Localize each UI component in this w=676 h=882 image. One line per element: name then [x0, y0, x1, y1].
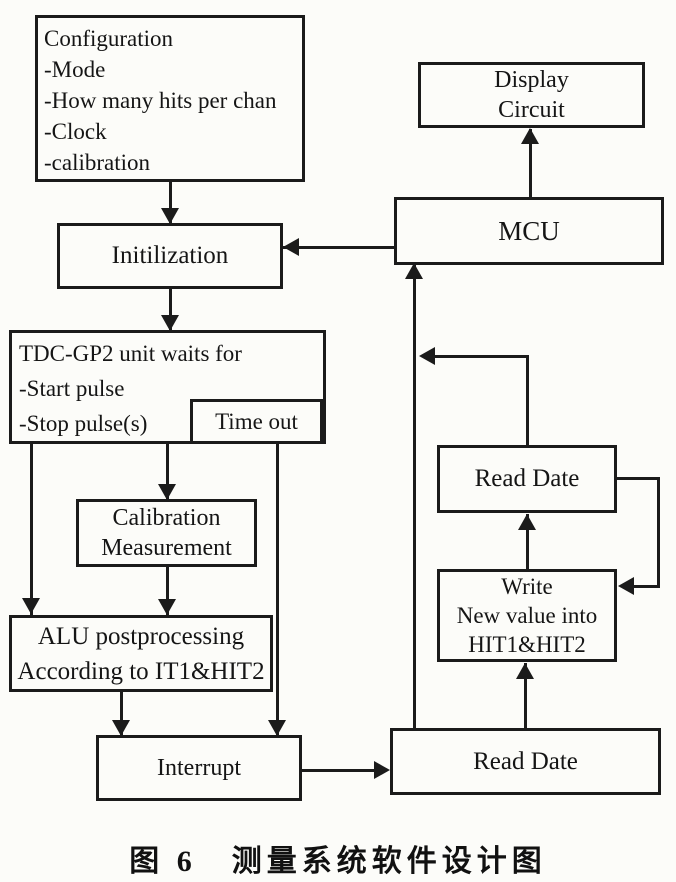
- edge-interrupt-to-read-date-lower-arrowhead-icon: [374, 761, 390, 779]
- edge-calibration-to-alu-arrowhead-icon: [158, 599, 176, 615]
- figure-caption: 图 6 测量系统软件设计图: [129, 845, 547, 878]
- edge-timeout-to-interrupt-line: [276, 442, 279, 737]
- edge-alu-to-interrupt-line: [120, 690, 123, 737]
- node-write-new-value: Write New value into HIT1&HIT2: [437, 569, 617, 662]
- edge-configuration-to-initialization-arrowhead-icon: [161, 208, 179, 224]
- node-write-new-value-line-3: HIT1&HIT2: [468, 632, 586, 657]
- node-configuration-line-2: -Mode: [44, 57, 106, 82]
- node-configuration-line-1: Configuration: [44, 26, 174, 51]
- node-calibration-measurement-line-2: Measurement: [101, 535, 232, 561]
- node-configuration: Configuration -Mode -How many hits per c…: [35, 15, 305, 182]
- node-tdc-gp2-line-2: -Start pulse: [19, 376, 125, 401]
- node-display-circuit: Display Circuit: [418, 62, 645, 128]
- edge-mcu-to-display-arrowhead-icon: [521, 128, 539, 144]
- edge-mcu-to-initialization-arrowhead-icon: [283, 238, 299, 256]
- edge-read-date-lower-to-write-line: [524, 663, 527, 729]
- node-read-date-lower: Read Date: [390, 728, 661, 795]
- edge-read-date-upper-to-mcu-arrowhead-icon: [419, 347, 435, 365]
- node-initialization: Initilization: [57, 223, 283, 289]
- edge-mcu-to-display-line: [529, 129, 532, 198]
- node-configuration-line-3: -How many hits per chan: [44, 88, 277, 113]
- edge-read-date-upper-to-write-arrowhead-icon: [618, 577, 634, 595]
- edge-read-date-upper-to-write-hline-bottom: [633, 585, 660, 588]
- edge-read-date-upper-to-mcu-hline: [425, 355, 528, 358]
- edge-alu-to-interrupt-arrowhead-icon: [112, 720, 130, 736]
- node-write-new-value-line-2: New value into: [456, 603, 598, 628]
- node-tdc-gp2-line-3: -Stop pulse(s): [19, 411, 148, 436]
- node-write-new-value-line-1: Write: [501, 574, 553, 599]
- node-interrupt: Interrupt: [96, 735, 302, 801]
- edge-read-date-lower-to-mcu-arrowhead-icon: [405, 263, 423, 279]
- edge-tdc-to-calibration-line: [166, 442, 169, 501]
- node-configuration-line-5: -calibration: [44, 150, 151, 175]
- node-display-circuit-line-2: Circuit: [498, 97, 565, 123]
- node-alu-postprocessing-line-2: According to IT1&HIT2: [17, 657, 265, 685]
- node-display-circuit-line-1: Display: [494, 67, 569, 93]
- edge-tdc-to-alu-line: [30, 442, 33, 616]
- node-configuration-line-4: -Clock: [44, 119, 107, 144]
- node-alu-postprocessing: ALU postprocessing According to IT1&HIT2: [9, 615, 273, 692]
- node-alu-postprocessing-line-1: ALU postprocessing: [37, 622, 245, 650]
- edge-read-date-upper-to-mcu-vline: [526, 355, 529, 446]
- node-calibration-measurement-line-1: Calibration: [112, 505, 221, 531]
- node-calibration-measurement: Calibration Measurement: [76, 499, 257, 567]
- edge-timeout-to-interrupt-arrowhead-icon: [268, 720, 286, 736]
- node-read-date-upper: Read Date: [437, 445, 617, 513]
- node-mcu: MCU: [394, 197, 664, 265]
- edge-write-to-read-date-upper-arrowhead-icon: [518, 514, 536, 530]
- edge-initialization-to-tdc-line: [169, 288, 172, 332]
- edge-configuration-to-initialization-line: [169, 180, 172, 224]
- edge-initialization-to-tdc-arrowhead-icon: [161, 315, 179, 331]
- edge-calibration-to-alu-line: [166, 565, 169, 616]
- edge-read-date-lower-to-write-arrowhead-icon: [516, 663, 534, 679]
- edge-tdc-to-alu-arrowhead-icon: [22, 598, 40, 614]
- edge-mcu-to-initialization-line: [283, 246, 395, 249]
- edge-read-date-upper-to-write-hline-top: [615, 477, 660, 480]
- edge-interrupt-to-read-date-lower-line: [300, 769, 378, 772]
- edge-write-to-read-date-upper-line: [526, 514, 529, 570]
- edge-read-date-lower-to-mcu-line: [413, 263, 416, 728]
- edge-tdc-to-calibration-arrowhead-icon: [158, 484, 176, 500]
- node-time-out: Time out: [190, 399, 323, 444]
- node-tdc-gp2-line-1: TDC-GP2 unit waits for: [19, 341, 242, 366]
- edge-read-date-upper-to-write-vline: [657, 477, 660, 588]
- node-tdc-gp2: TDC-GP2 unit waits for -Start pulse -Sto…: [9, 330, 326, 444]
